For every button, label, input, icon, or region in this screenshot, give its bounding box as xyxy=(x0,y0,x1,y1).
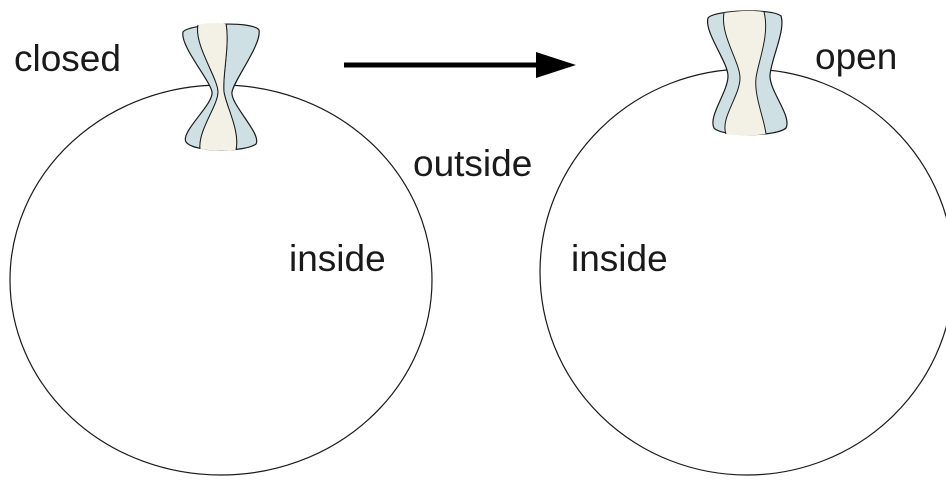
label-outside: outside xyxy=(413,143,533,184)
label-open: open xyxy=(815,36,898,77)
open-channel xyxy=(707,10,788,136)
transition-arrow xyxy=(344,52,576,78)
label-inside-left: inside xyxy=(289,238,386,279)
closed-channel-core-edge-right xyxy=(223,23,238,151)
open-channel-pore-right xyxy=(755,11,767,135)
closed-channel xyxy=(182,22,260,151)
label-inside-right: inside xyxy=(571,238,668,279)
closed-channel-core-edge-left xyxy=(197,24,219,150)
closed-channel-core xyxy=(197,22,237,151)
open-channel-pore-left xyxy=(722,12,741,135)
open-channel-core xyxy=(723,10,766,136)
arrow-head xyxy=(536,52,576,78)
label-closed: closed xyxy=(14,38,121,79)
